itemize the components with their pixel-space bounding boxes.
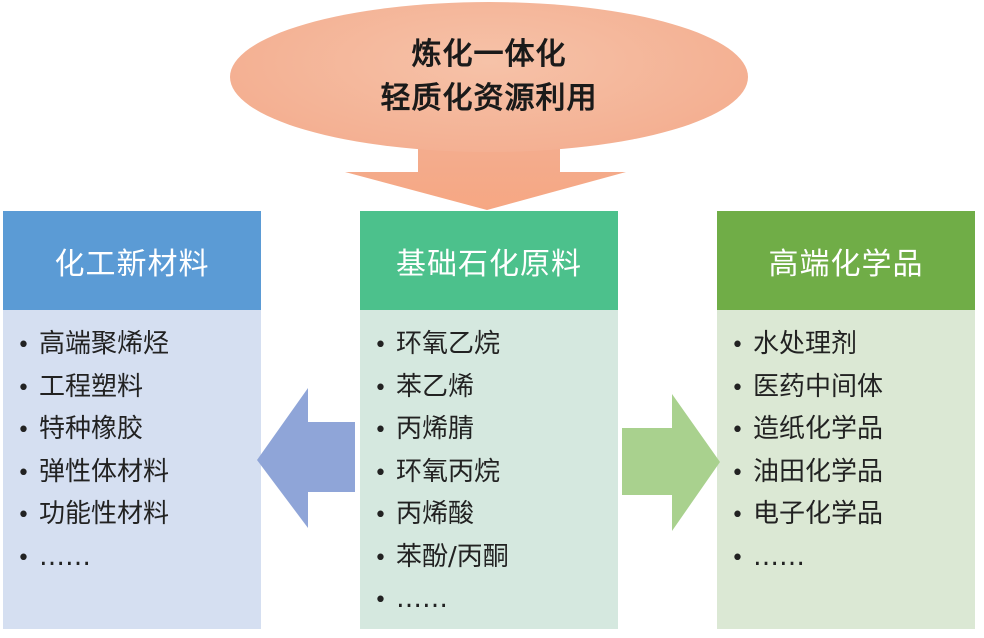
column-body: 水处理剂 医药中间体 造纸化学品 油田化学品 电子化学品 …… [717, 310, 975, 629]
column-high-end-chemicals: 高端化学品 水处理剂 医药中间体 造纸化学品 油田化学品 电子化学品 …… [717, 211, 975, 629]
list-item: 电子化学品 [731, 494, 975, 537]
column-new-materials: 化工新材料 高端聚烯烃 工程塑料 特种橡胶 弹性体材料 功能性材料 …… [3, 211, 261, 629]
column-header: 基础石化原料 [360, 211, 618, 310]
list-item: 环氧乙烷 [374, 324, 618, 367]
list-item: 油田化学品 [731, 452, 975, 495]
down-arrow [345, 140, 626, 210]
list-item: 苯酚/丙酮 [374, 537, 618, 580]
left-arrow [257, 388, 355, 528]
list-item: 丙烯酸 [374, 494, 618, 537]
top-line-2: 轻质化资源利用 [380, 81, 598, 116]
list-item: 造纸化学品 [731, 409, 975, 452]
list-item: 医药中间体 [731, 367, 975, 410]
list-item: 特种橡胶 [17, 409, 261, 452]
list-item: 丙烯腈 [374, 409, 618, 452]
column-basic-petrochemicals: 基础石化原料 环氧乙烷 苯乙烯 丙烯腈 环氧丙烷 丙烯酸 苯酚/丙酮 …… [360, 211, 618, 629]
list-item: 高端聚烯烃 [17, 324, 261, 367]
top-line-1: 炼化一体化 [411, 37, 567, 72]
list-item: 弹性体材料 [17, 452, 261, 495]
column-header: 高端化学品 [717, 211, 975, 310]
list-item: …… [731, 537, 975, 580]
list-item: 工程塑料 [17, 367, 261, 410]
top-ellipse: 炼化一体化 轻质化资源利用 [230, 2, 748, 152]
column-header: 化工新材料 [3, 211, 261, 310]
list-item: 功能性材料 [17, 494, 261, 537]
list-item: 苯乙烯 [374, 367, 618, 410]
column-body: 环氧乙烷 苯乙烯 丙烯腈 环氧丙烷 丙烯酸 苯酚/丙酮 …… [360, 310, 618, 629]
list-item: 环氧丙烷 [374, 452, 618, 495]
column-body: 高端聚烯烃 工程塑料 特种橡胶 弹性体材料 功能性材料 …… [3, 310, 261, 629]
right-arrow [622, 394, 720, 531]
list-item: …… [374, 579, 618, 622]
list-item: …… [17, 537, 261, 580]
list-item: 水处理剂 [731, 324, 975, 367]
